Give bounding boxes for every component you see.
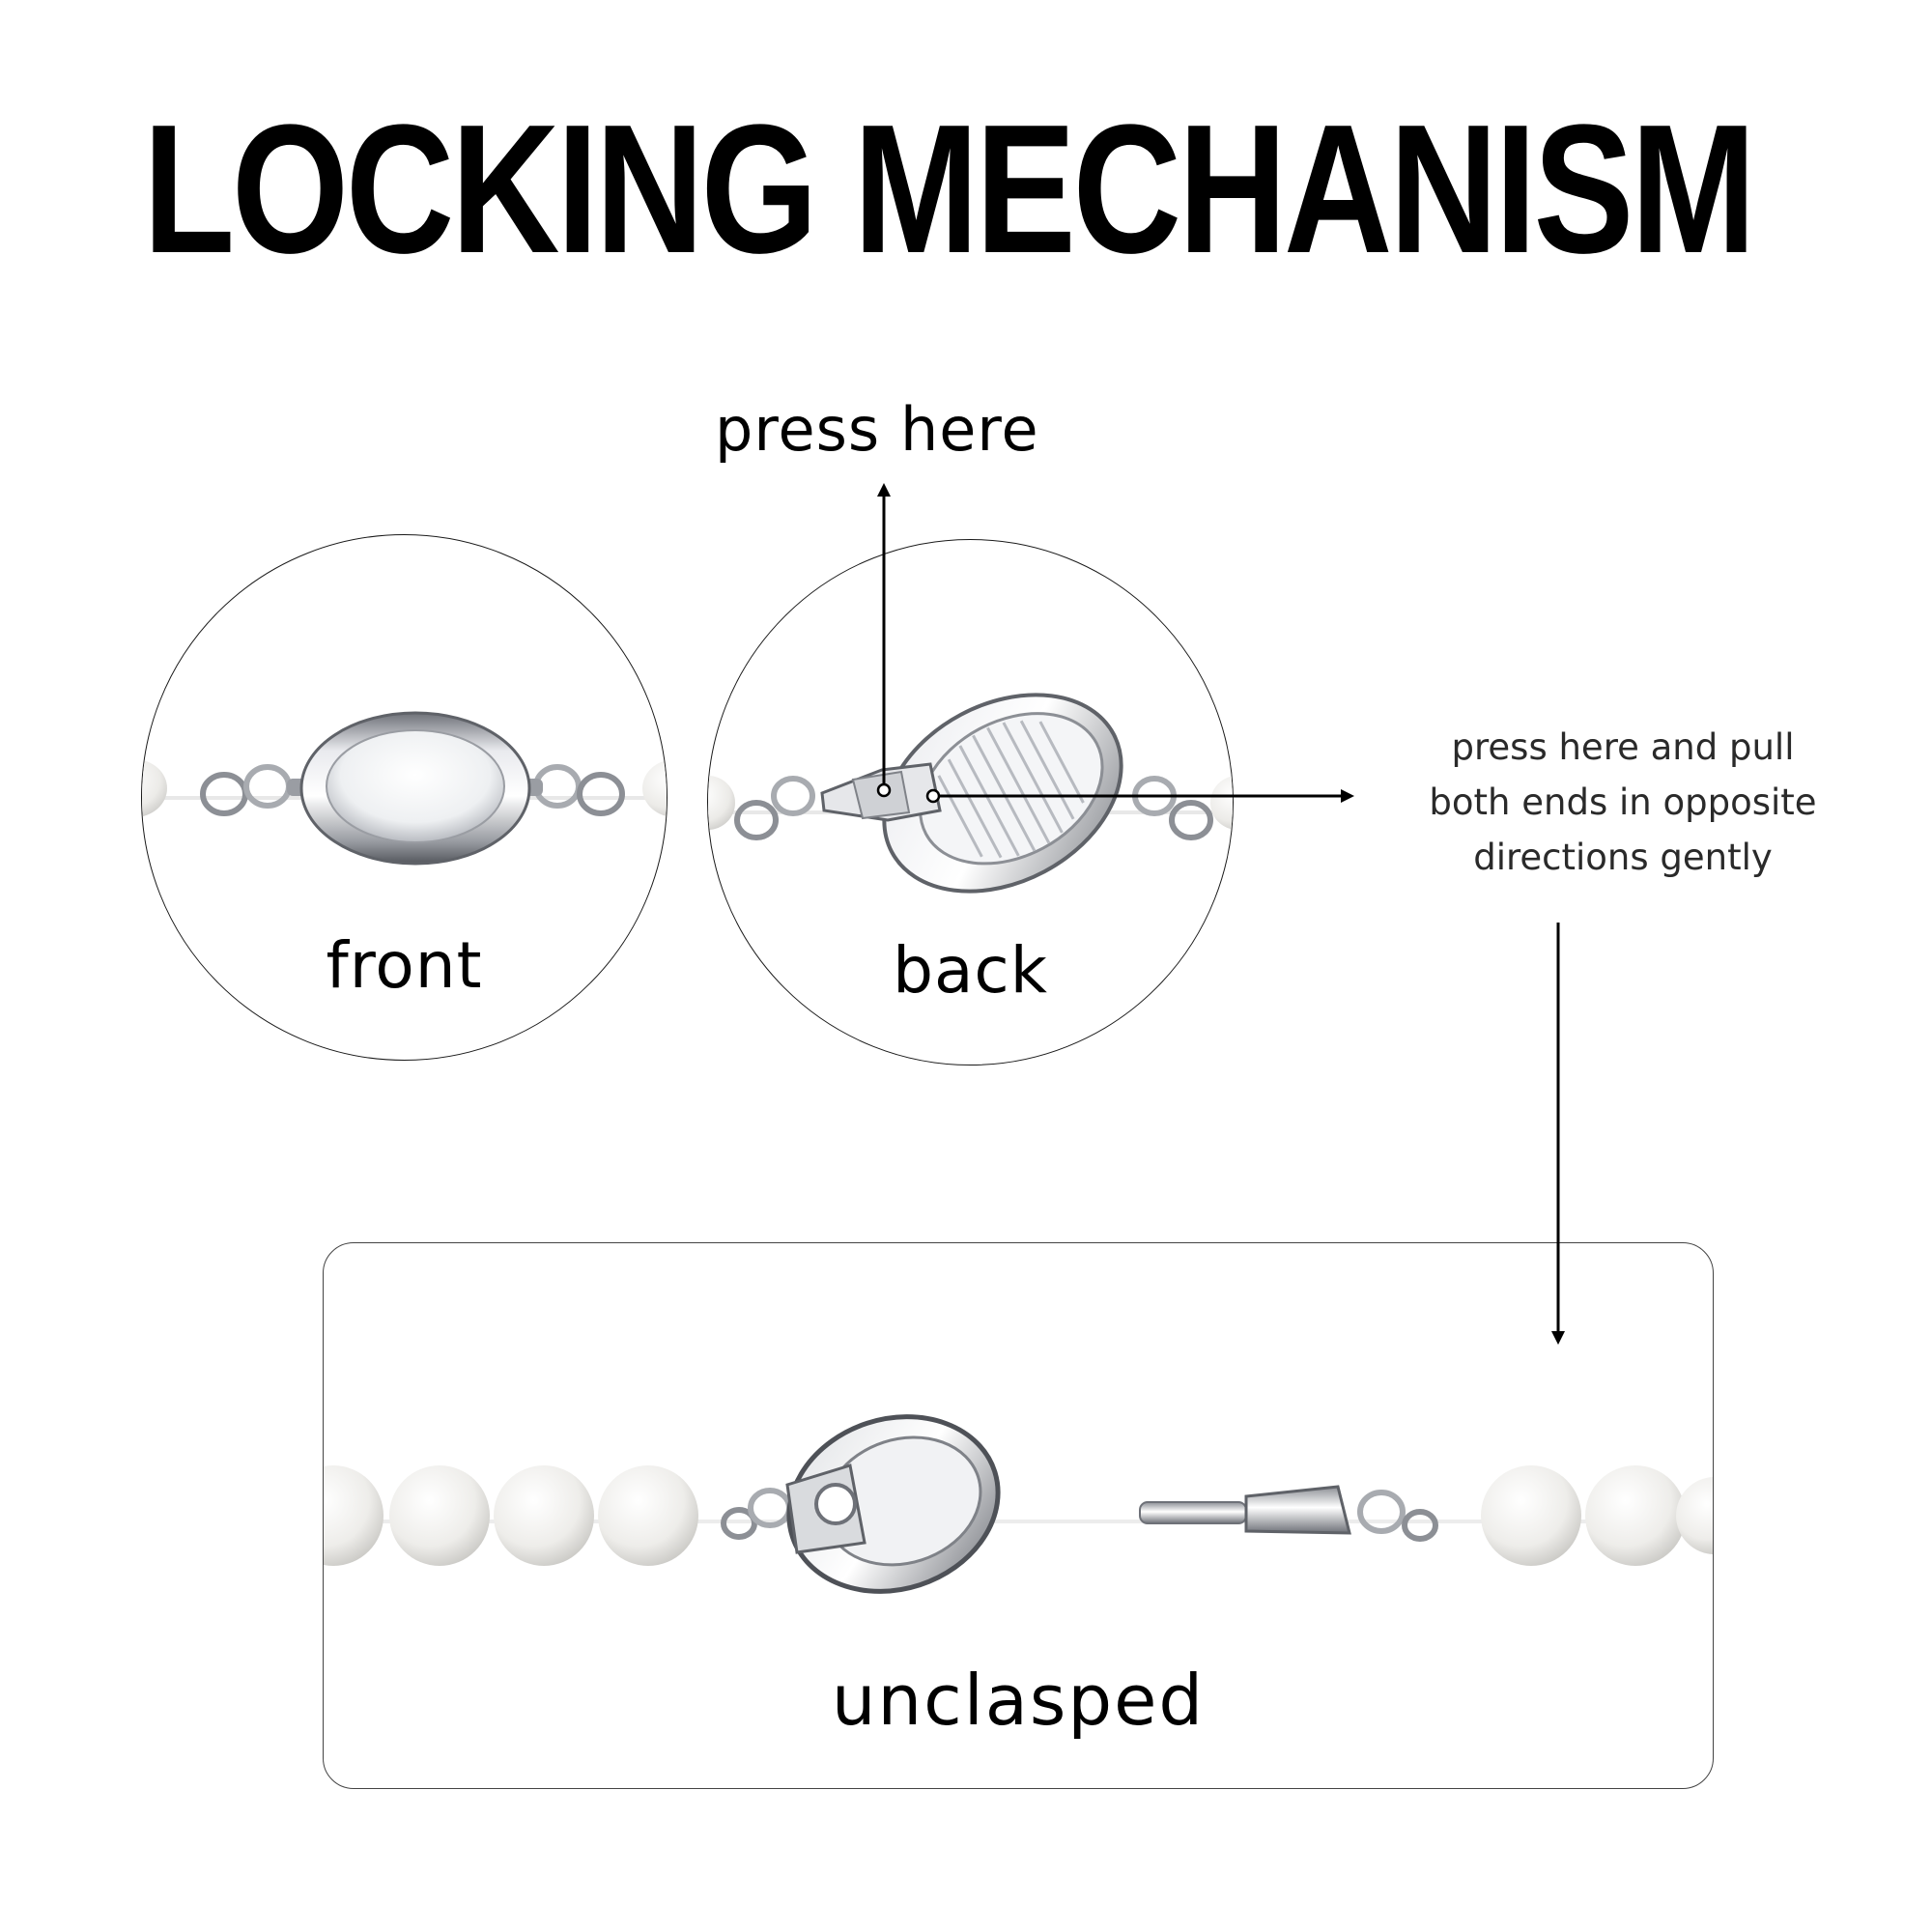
back-view-circle xyxy=(707,539,1234,1065)
instruction-line: both ends in opposite xyxy=(1429,781,1817,823)
right-arrow xyxy=(925,788,1354,804)
unclasped-caption: unclasped xyxy=(831,1660,1206,1741)
instruction-line: press here and pull xyxy=(1451,726,1795,768)
front-clasp-illustration xyxy=(142,711,667,866)
unclasped-illustration xyxy=(324,1414,1713,1594)
press-here-label: press here xyxy=(715,394,1039,465)
page-title: LOCKING MECHANISM xyxy=(143,87,1756,292)
front-view-circle xyxy=(141,534,668,1061)
back-caption: back xyxy=(893,933,1048,1008)
unclasped-panel xyxy=(323,1242,1714,1789)
instruction-text: press here and pull both ends in opposit… xyxy=(1381,720,1864,885)
up-arrow xyxy=(876,483,892,798)
back-clasp-illustration xyxy=(708,693,1233,894)
down-arrow xyxy=(1551,923,1565,1345)
front-caption: front xyxy=(326,928,483,1003)
instruction-line: directions gently xyxy=(1473,837,1773,878)
